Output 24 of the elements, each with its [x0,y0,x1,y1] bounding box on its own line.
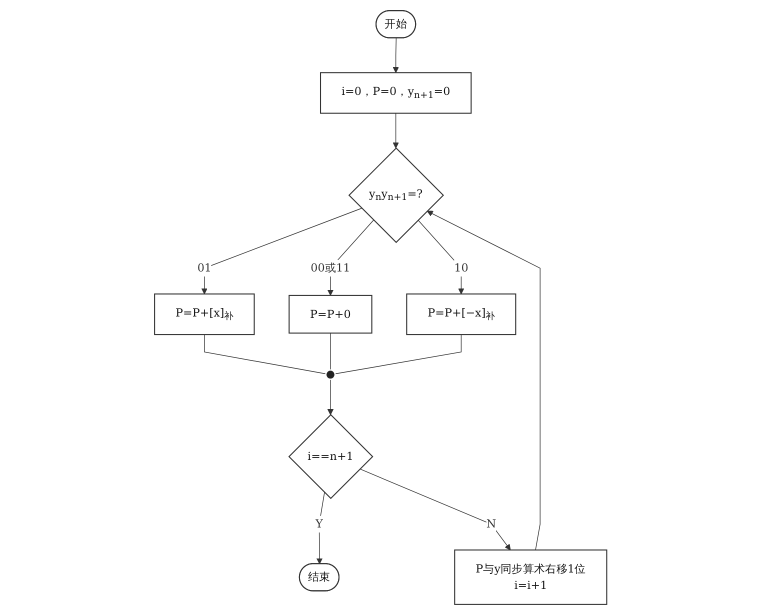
arrow [418,220,465,294]
arrow [393,112,400,148]
node-box: P=P+0 [288,294,373,334]
arrow [328,380,334,416]
arrow [316,492,326,564]
edge-label: 00或11 [311,261,351,274]
node-circle [326,370,335,379]
arrow [202,208,362,294]
edge-label: 10 [454,261,469,274]
connector [204,334,326,374]
edge-label: Y [316,517,324,530]
connector [336,334,462,374]
node-diamond: i==n+1 [288,414,374,500]
edge-label: N [486,517,496,530]
node-box: P与y同步算术右移1位 i=i+1 [454,549,608,605]
arrow [393,38,400,73]
arrow [427,210,541,550]
node-box: i=0，P=0，y$_{n+1}$=0 [320,72,472,114]
arrow [360,468,512,550]
node-box: P=P+[x]$_{补}$ [154,293,256,336]
node-diamond: y$_{n}$y$_{n+1}$=? [348,147,444,244]
node-box: P=P+[−x]$_{补}$ [406,293,517,336]
connector [330,332,332,370]
edge-label: 01 [198,261,212,274]
